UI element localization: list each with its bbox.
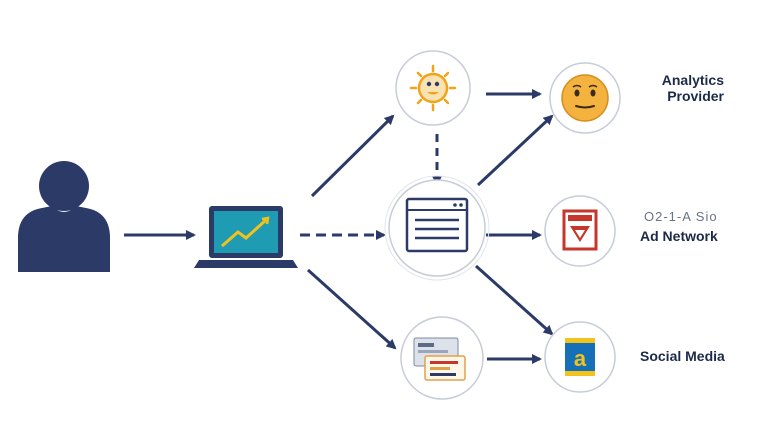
- cards-node[interactable]: [400, 316, 484, 400]
- sun-tracker-icon: [409, 64, 457, 112]
- browser-page-icon: [405, 197, 469, 253]
- analytics-label-line1: Analytics: [661, 72, 724, 88]
- data-cards-icon: [413, 337, 466, 381]
- smiley-face-icon: [561, 74, 609, 122]
- browser-node[interactable]: [384, 175, 490, 281]
- svg-text:a: a: [574, 346, 587, 371]
- laptop-chart-icon: [194, 206, 298, 268]
- arrow-browser-to-social: [474, 264, 554, 336]
- social-media-label: Social Media: [640, 348, 725, 364]
- letter-a-app-icon: a: [565, 338, 595, 376]
- adnetwork-label: Ad Network: [640, 228, 718, 244]
- ad-frame-icon: [562, 209, 598, 251]
- arrows: [124, 89, 554, 364]
- analytics-node[interactable]: [549, 62, 621, 134]
- arrow-laptop-to-tracker: [310, 114, 395, 198]
- analytics-provider-label: Analytics Provider: [628, 72, 724, 104]
- analytics-label-line2: Provider: [667, 88, 724, 104]
- arrow-browser-to-analytics: [476, 114, 554, 187]
- adnetwork-node[interactable]: [544, 195, 616, 267]
- tracker-node[interactable]: [395, 50, 471, 126]
- adnetwork-garbled-label: O2-1-A Sio: [644, 209, 718, 224]
- social-node[interactable]: a: [544, 321, 616, 393]
- arrow-laptop-to-cards: [306, 268, 397, 350]
- person-icon: [18, 161, 110, 272]
